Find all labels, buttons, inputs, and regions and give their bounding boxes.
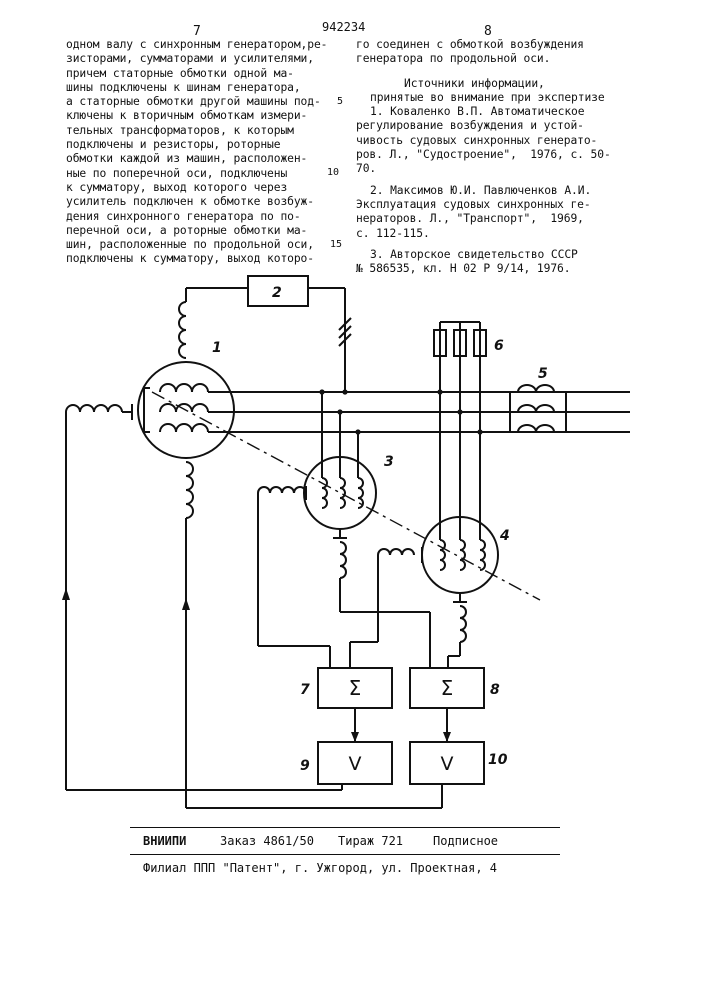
page-number-left: 7	[193, 24, 201, 39]
text-line: обмотки каждой из машин, расположен-	[66, 152, 308, 166]
transformer-5	[517, 384, 555, 393]
label-2: 2	[272, 285, 282, 301]
footer-circulation: Тираж 721	[338, 834, 404, 848]
footer-org: ВНИИПИ	[143, 834, 187, 848]
label-9: 9	[300, 758, 310, 774]
line-number: 15	[330, 239, 343, 250]
text-line: одном валу с синхронным генератором,ре-	[66, 38, 328, 51]
label-6: 6	[494, 338, 504, 354]
text-line: к сумматору, выход которого через	[66, 180, 288, 194]
text-line: шин, расположенные по продольной оси,	[66, 238, 314, 252]
text-line: а статорные обмотки другой машины под-	[66, 95, 321, 109]
footer-branch: Филиал ППП "Патент", г. Ужгород, ул. Про…	[143, 861, 498, 875]
generator-circle	[137, 361, 235, 459]
text-line: подключены и резисторы, роторные	[66, 138, 281, 152]
text-line: ные по поперечной оси, подключены	[66, 166, 288, 180]
ref-line: с. 112-115.	[356, 226, 430, 240]
ref-line: № 586535, кл. Н 02 Р 9/14, 1976.	[356, 262, 571, 276]
arrow-down	[443, 732, 451, 742]
text-line: дения синхронного генератора по по-	[66, 209, 301, 223]
transformer-5	[517, 424, 555, 433]
excitation-winding-transverse	[185, 461, 194, 519]
line-number: 5	[337, 96, 344, 107]
label-7: 7	[300, 682, 310, 698]
ref-line: регулирование возбуждения и устой-	[356, 119, 584, 133]
sum-symbol: Σ	[349, 676, 362, 700]
ref-line: ров. Л., "Судостроение", 1976, с. 50-	[356, 148, 611, 162]
machine-4-longitudinal-winding	[459, 605, 467, 643]
footer-divider-top	[130, 827, 560, 828]
text-line: усилитель подключен к обмотке возбуж-	[66, 195, 314, 209]
text-line: причем статорные обмотки одной ма-	[66, 66, 294, 80]
ref-line: Эксплуатация судовых синхронных ге-	[356, 197, 591, 211]
text-line: ключены к вторичным обмоткам измери-	[66, 109, 308, 123]
ref-line: 2. Максимов Ю.И. Павлюченков А.И.	[370, 183, 592, 197]
text-line: перечной оси, а роторные обмотки ма-	[66, 223, 308, 237]
generator-stator-winding	[159, 423, 209, 433]
excitation-winding-longitudinal	[178, 301, 187, 359]
footer-order: Заказ 4861/50	[220, 834, 314, 848]
patent-number: 942234	[322, 20, 366, 34]
arrow-down	[351, 732, 359, 742]
label-5: 5	[538, 366, 548, 382]
generator-stator-winding	[159, 383, 209, 393]
machine-4-transverse-winding	[377, 548, 415, 556]
amp-symbol: V	[441, 753, 454, 775]
footer-subscription: Подписное	[433, 834, 499, 848]
rotor-axis-line	[151, 391, 541, 601]
left-column-text: одном валу с синхронным генератором,ре- …	[66, 38, 341, 267]
page-number-right: 8	[484, 24, 492, 39]
text-line: зисторами, сумматорами и усилителями,	[66, 52, 314, 66]
sources-title: принятые во внимание при экспертизе	[370, 90, 605, 104]
label-4: 4	[499, 528, 510, 544]
right-column-text: го соединен с обмоткой возбуждения генер…	[356, 38, 656, 276]
label-10: 10	[488, 752, 508, 768]
text-line: шины подключены к шинам генератора,	[66, 80, 301, 94]
arrow-up	[182, 598, 190, 610]
machine-3-longitudinal-winding	[339, 541, 347, 579]
label-1: 1	[212, 340, 222, 356]
ref-line: нераторов. Л., "Транспорт", 1969,	[356, 212, 584, 226]
ref-line: 70.	[356, 162, 377, 176]
machine-3-transverse-winding	[257, 486, 307, 494]
resistor-2-box	[247, 275, 309, 307]
label-3: 3	[384, 454, 394, 470]
text-line: тельных трансформаторов, к которым	[66, 123, 294, 137]
ref-line: 3. Авторское свидетельство СССР	[370, 247, 578, 261]
footer-divider-bottom	[130, 854, 560, 855]
ref-line: 1. Коваленко В.П. Автоматическое	[370, 105, 585, 119]
text-line: генератора по продольной оси.	[356, 52, 551, 66]
generator-stator-winding	[159, 403, 209, 413]
text-line: го соединен с обмоткой возбуждения	[356, 38, 584, 51]
sum-symbol: Σ	[441, 676, 454, 700]
transformer-5	[517, 404, 555, 413]
arrow-up	[62, 588, 70, 600]
label-8: 8	[490, 682, 500, 698]
sources-title: Источники информации,	[404, 76, 545, 90]
amp-symbol: V	[349, 753, 362, 775]
line-number: 10	[327, 167, 340, 178]
text-line: подключены к сумматору, выход которо-	[66, 252, 314, 266]
ref-line: чивость судовых синхронных генерато-	[356, 133, 598, 147]
field-winding-left	[65, 404, 123, 413]
